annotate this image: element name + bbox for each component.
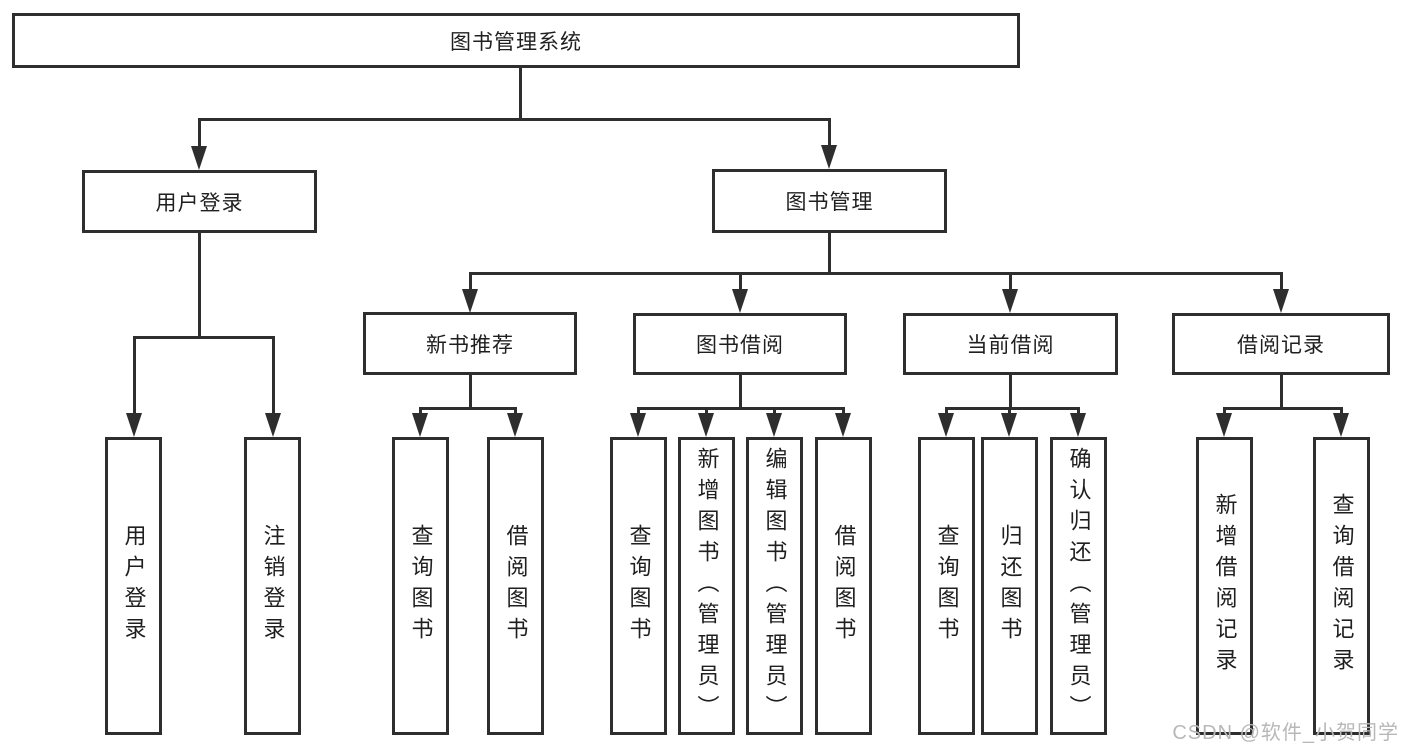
node-label: 查询图书 xyxy=(408,524,434,648)
node-label: 查询借阅记录 xyxy=(1329,493,1355,679)
arrowhead-icon xyxy=(1070,413,1086,437)
node-label: 查询图书 xyxy=(626,524,652,648)
arrowhead-icon xyxy=(126,413,142,437)
connector xyxy=(272,336,275,420)
arrowhead-icon xyxy=(462,289,478,313)
arrowhead-icon xyxy=(507,413,523,437)
node-label: 用户登录 xyxy=(121,524,147,648)
arrowhead-icon xyxy=(821,145,837,169)
node-borrowing-records: 借阅记录 xyxy=(1172,313,1390,375)
connector xyxy=(133,336,136,420)
connector xyxy=(637,407,845,410)
connector xyxy=(133,336,274,339)
connector xyxy=(519,68,522,120)
connector xyxy=(469,375,472,409)
node-user-login: 用户登录 xyxy=(82,170,317,233)
node-book-management: 图书管理 xyxy=(712,169,947,233)
node-book-borrowing: 图书借阅 xyxy=(633,313,847,375)
connector xyxy=(198,233,201,338)
node-label: 用户登录 xyxy=(155,191,244,215)
leaf-add-book-admin: 新增图书（管理员） xyxy=(678,437,735,735)
node-label: 借阅记录 xyxy=(1237,334,1325,357)
node-label: 借阅图书 xyxy=(503,524,529,648)
node-label: 图书管理 xyxy=(785,191,874,214)
connector xyxy=(469,272,1282,275)
connector xyxy=(828,118,831,150)
node-current-borrowing: 当前借阅 xyxy=(903,313,1118,375)
leaf-borrow-book-recommend: 借阅图书 xyxy=(487,437,544,735)
node-label: 归还图书 xyxy=(997,524,1023,648)
node-label: 确认归还（管理员） xyxy=(1066,446,1092,726)
leaf-borrow-book: 借阅图书 xyxy=(815,437,872,735)
leaf-add-borrow-record: 新增借阅记录 xyxy=(1196,437,1253,735)
connector xyxy=(1223,407,1343,410)
connector xyxy=(1280,272,1283,295)
node-label: 当前借阅 xyxy=(966,334,1055,357)
arrowhead-icon xyxy=(265,413,281,437)
connector xyxy=(739,272,742,295)
node-label: 图书借阅 xyxy=(696,334,784,357)
connector xyxy=(1009,272,1012,295)
node-label: 新增图书（管理员） xyxy=(694,446,720,726)
connector xyxy=(1009,375,1012,409)
leaf-query-borrow-record: 查询借阅记录 xyxy=(1313,437,1370,735)
leaf-edit-book-admin: 编辑图书（管理员） xyxy=(746,437,803,735)
connector xyxy=(945,407,1080,410)
node-label: 新增借阅记录 xyxy=(1212,493,1238,679)
leaf-query-book-recommend: 查询图书 xyxy=(392,437,449,735)
node-label: 注销登录 xyxy=(260,524,286,648)
node-label: 图书管理系统 xyxy=(450,30,582,54)
arrowhead-icon xyxy=(1216,413,1232,437)
leaf-return-book: 归还图书 xyxy=(981,437,1038,735)
leaf-user-login: 用户登录 xyxy=(105,437,162,735)
arrowhead-icon xyxy=(630,413,646,437)
connector xyxy=(198,118,201,150)
arrowhead-icon xyxy=(1002,289,1018,313)
watermark: CSDN @软件_小贺同学 xyxy=(1172,722,1399,744)
connector xyxy=(419,407,517,410)
arrowhead-icon xyxy=(1001,413,1017,437)
arrowhead-icon xyxy=(835,413,851,437)
arrowhead-icon xyxy=(732,289,748,313)
connector xyxy=(198,118,831,121)
arrowhead-icon xyxy=(191,146,207,170)
arrowhead-icon xyxy=(1333,413,1349,437)
arrowhead-icon xyxy=(1273,289,1289,313)
node-library-system: 图书管理系统 xyxy=(12,13,1020,68)
arrowhead-icon xyxy=(766,413,782,437)
connector xyxy=(828,233,831,274)
connector xyxy=(1280,375,1283,409)
leaf-query-book-borrow: 查询图书 xyxy=(610,437,667,735)
node-label: 编辑图书（管理员） xyxy=(762,446,788,726)
node-label: 新书推荐 xyxy=(426,333,514,357)
node-label: 借阅图书 xyxy=(831,524,857,648)
connector xyxy=(469,272,472,295)
node-label: 查询图书 xyxy=(934,524,960,648)
arrowhead-icon xyxy=(698,413,714,437)
leaf-query-book-current: 查询图书 xyxy=(918,437,975,735)
arrowhead-icon xyxy=(938,413,954,437)
node-new-book-recommendation: 新书推荐 xyxy=(363,312,577,375)
leaf-confirm-return-admin: 确认归还（管理员） xyxy=(1050,437,1107,735)
leaf-logout: 注销登录 xyxy=(244,437,301,735)
connector xyxy=(739,375,742,409)
arrowhead-icon xyxy=(412,413,428,437)
